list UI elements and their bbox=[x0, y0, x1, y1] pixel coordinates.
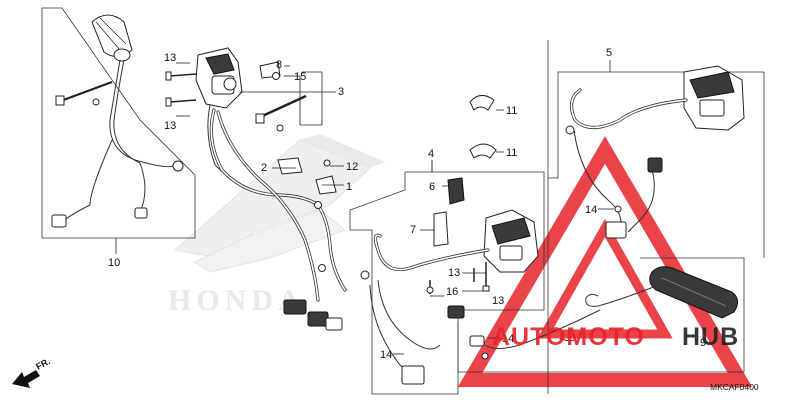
diagram-code: MKCAF0400 bbox=[710, 382, 759, 392]
callout-13-bottom: 13 bbox=[492, 295, 504, 307]
clips-11 bbox=[469, 95, 497, 159]
front-direction-label: FR. bbox=[34, 356, 51, 372]
callout-13-right: 13 bbox=[448, 267, 460, 279]
bolts-13-centre bbox=[165, 71, 197, 107]
clamps-2-8-12 bbox=[259, 61, 337, 195]
cable-tie-10 bbox=[55, 80, 113, 106]
frame-centre bbox=[349, 162, 545, 395]
frame-left bbox=[41, 7, 196, 239]
brackets-6-7 bbox=[433, 177, 465, 247]
honda-wing-logo: HONDA bbox=[168, 134, 385, 317]
callout-12: 12 bbox=[346, 161, 358, 173]
watermark-brand-right: HUB bbox=[682, 323, 739, 351]
callout-7: 7 bbox=[410, 224, 416, 236]
callout-2: 2 bbox=[261, 162, 267, 174]
callout-10: 10 bbox=[108, 257, 120, 269]
callout-9: 9 bbox=[700, 337, 706, 349]
callout-14-bottom: 14 bbox=[502, 333, 514, 345]
wire-harness-4 bbox=[360, 233, 490, 385]
callout-13-mid: 13 bbox=[164, 120, 176, 132]
automotohub-watermark: AUTOMOTO HUB bbox=[492, 323, 739, 351]
automotohub-triangle-logo bbox=[457, 136, 753, 387]
callout-11-lower: 11 bbox=[506, 147, 517, 159]
callout-8: 8 bbox=[276, 59, 282, 71]
callout-15: 15 bbox=[294, 71, 306, 83]
callout-11-upper: 11 bbox=[506, 105, 517, 117]
left-handlebar-switch-4 bbox=[483, 209, 539, 273]
frame-right bbox=[547, 40, 765, 394]
callout-13-top: 13 bbox=[164, 52, 176, 64]
callout-4: 4 bbox=[428, 148, 434, 160]
wire-harness-10 bbox=[51, 59, 184, 228]
callout-6: 6 bbox=[429, 181, 435, 193]
callout-16: 16 bbox=[446, 286, 458, 298]
callout-3: 3 bbox=[338, 86, 344, 98]
callout-5: 5 bbox=[606, 47, 612, 59]
callouts: 1 2 3 4 5 6 7 8 9 10 11 11 12 13 13 13 1… bbox=[108, 47, 706, 361]
right-grip-heater bbox=[91, 14, 133, 62]
leader-lines bbox=[115, 60, 614, 355]
bolts-13-16-centre bbox=[426, 262, 490, 294]
cable-tie-15 bbox=[255, 94, 307, 132]
right-handlebar-switch-3 bbox=[195, 47, 251, 191]
callout-14-right: 14 bbox=[585, 204, 597, 216]
watermark-brand-left: AUTOMOTO bbox=[492, 323, 645, 351]
callout-14-centre: 14 bbox=[380, 349, 392, 361]
left-handlebar-switch-5 bbox=[683, 65, 745, 131]
callout-1: 1 bbox=[346, 181, 352, 193]
front-arrow-icon bbox=[12, 370, 40, 388]
front-direction-indicator: FR. bbox=[12, 356, 52, 388]
wire-harness-9 bbox=[469, 285, 657, 360]
switch-harness-1 bbox=[209, 108, 347, 331]
left-grip-heater-9 bbox=[649, 266, 738, 319]
honda-logo-text: HONDA bbox=[168, 284, 305, 317]
frame-bottom-right bbox=[457, 257, 745, 373]
wire-harness-5 bbox=[565, 88, 688, 239]
